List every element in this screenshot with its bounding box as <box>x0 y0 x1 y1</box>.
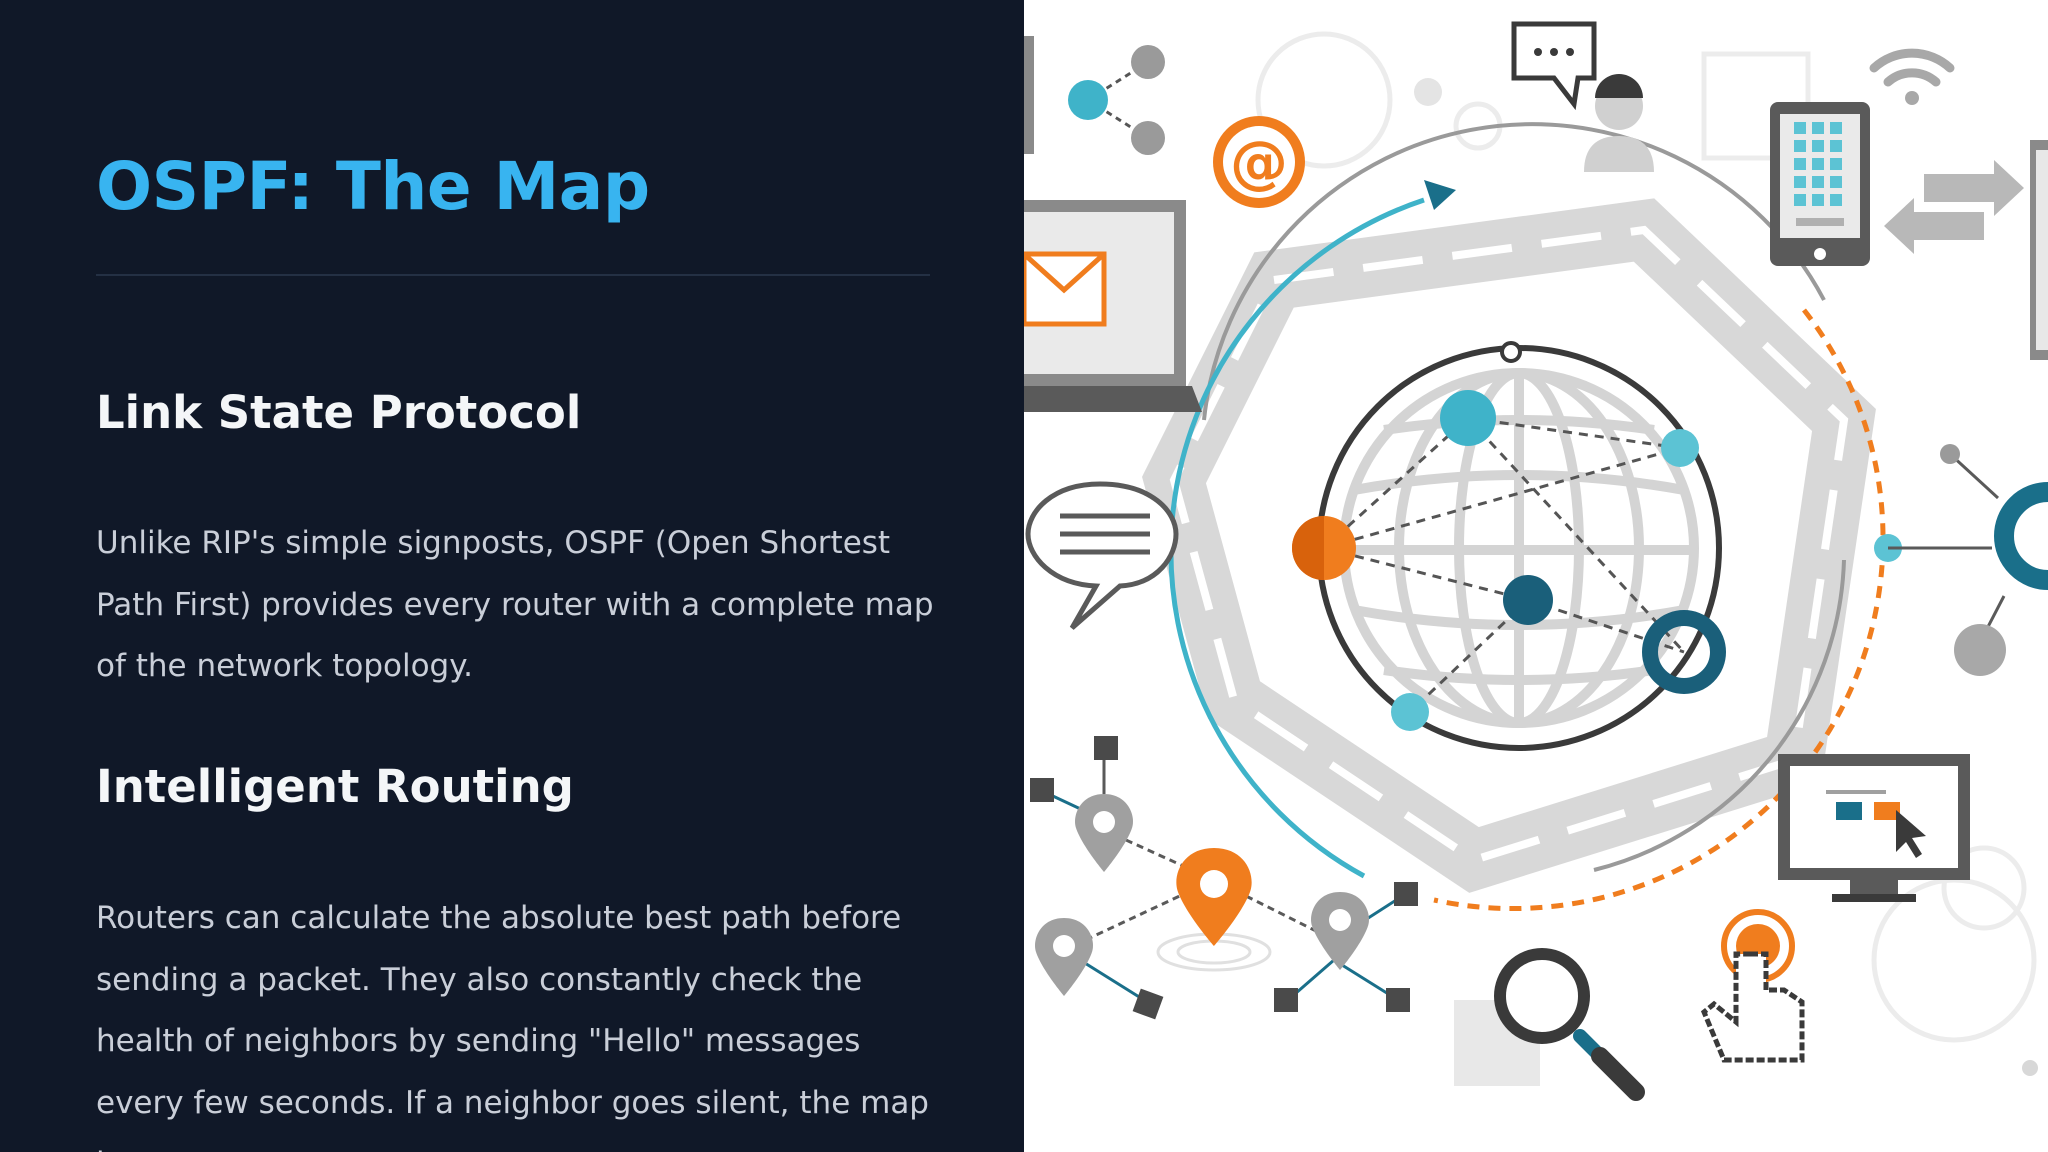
hexagon-frame <box>1142 198 1876 893</box>
pointer-hand-icon <box>1700 909 1805 1063</box>
at-sign-icon: @ <box>1213 116 1305 208</box>
arc-arrowhead <box>1424 180 1456 210</box>
section-heading-link-state: Link State Protocol <box>96 386 582 439</box>
cursor-icon <box>1896 810 1926 858</box>
wifi-icon <box>1869 48 1955 105</box>
section-body-intelligent-routing: Routers can calculate the absolute best … <box>96 900 929 1152</box>
decor-circles <box>1255 31 2037 1043</box>
decor-dot <box>1414 78 1442 106</box>
mail-icon <box>1024 251 1107 327</box>
title-divider <box>96 274 930 276</box>
arrows-icon <box>1884 160 2024 254</box>
network-links <box>1322 416 1686 714</box>
orange-dashed-arc <box>1433 308 1886 912</box>
chat-bubble-icon <box>1511 21 1597 111</box>
globe-icon <box>1316 341 1722 751</box>
node-cluster-right <box>1888 444 2048 676</box>
share-icon <box>1068 45 1165 155</box>
network-illustration: @ <box>1024 0 2048 1152</box>
svg-text:@: @ <box>1230 128 1288 196</box>
location-pin-icon <box>1035 794 1369 996</box>
monitor-icon <box>1778 754 1970 902</box>
slide-title: OSPF: The Map <box>96 148 650 225</box>
speech-bubble-icon <box>1025 481 1179 630</box>
section-heading-intelligent-routing: Intelligent Routing <box>96 760 574 813</box>
section-body-link-state: Unlike RIP's simple signposts, OSPF (Ope… <box>96 525 934 684</box>
teal-node <box>1440 390 1496 446</box>
text-panel: OSPF: The Map Link State Protocol Unlike… <box>96 148 934 1152</box>
illustration-canvas: @ <box>1024 21 2048 1101</box>
magnifier-icon <box>1494 948 1645 1101</box>
user-icon <box>1584 74 1654 172</box>
tablet-icon <box>1770 102 1870 266</box>
gray-orbit-ring <box>1202 122 1826 421</box>
